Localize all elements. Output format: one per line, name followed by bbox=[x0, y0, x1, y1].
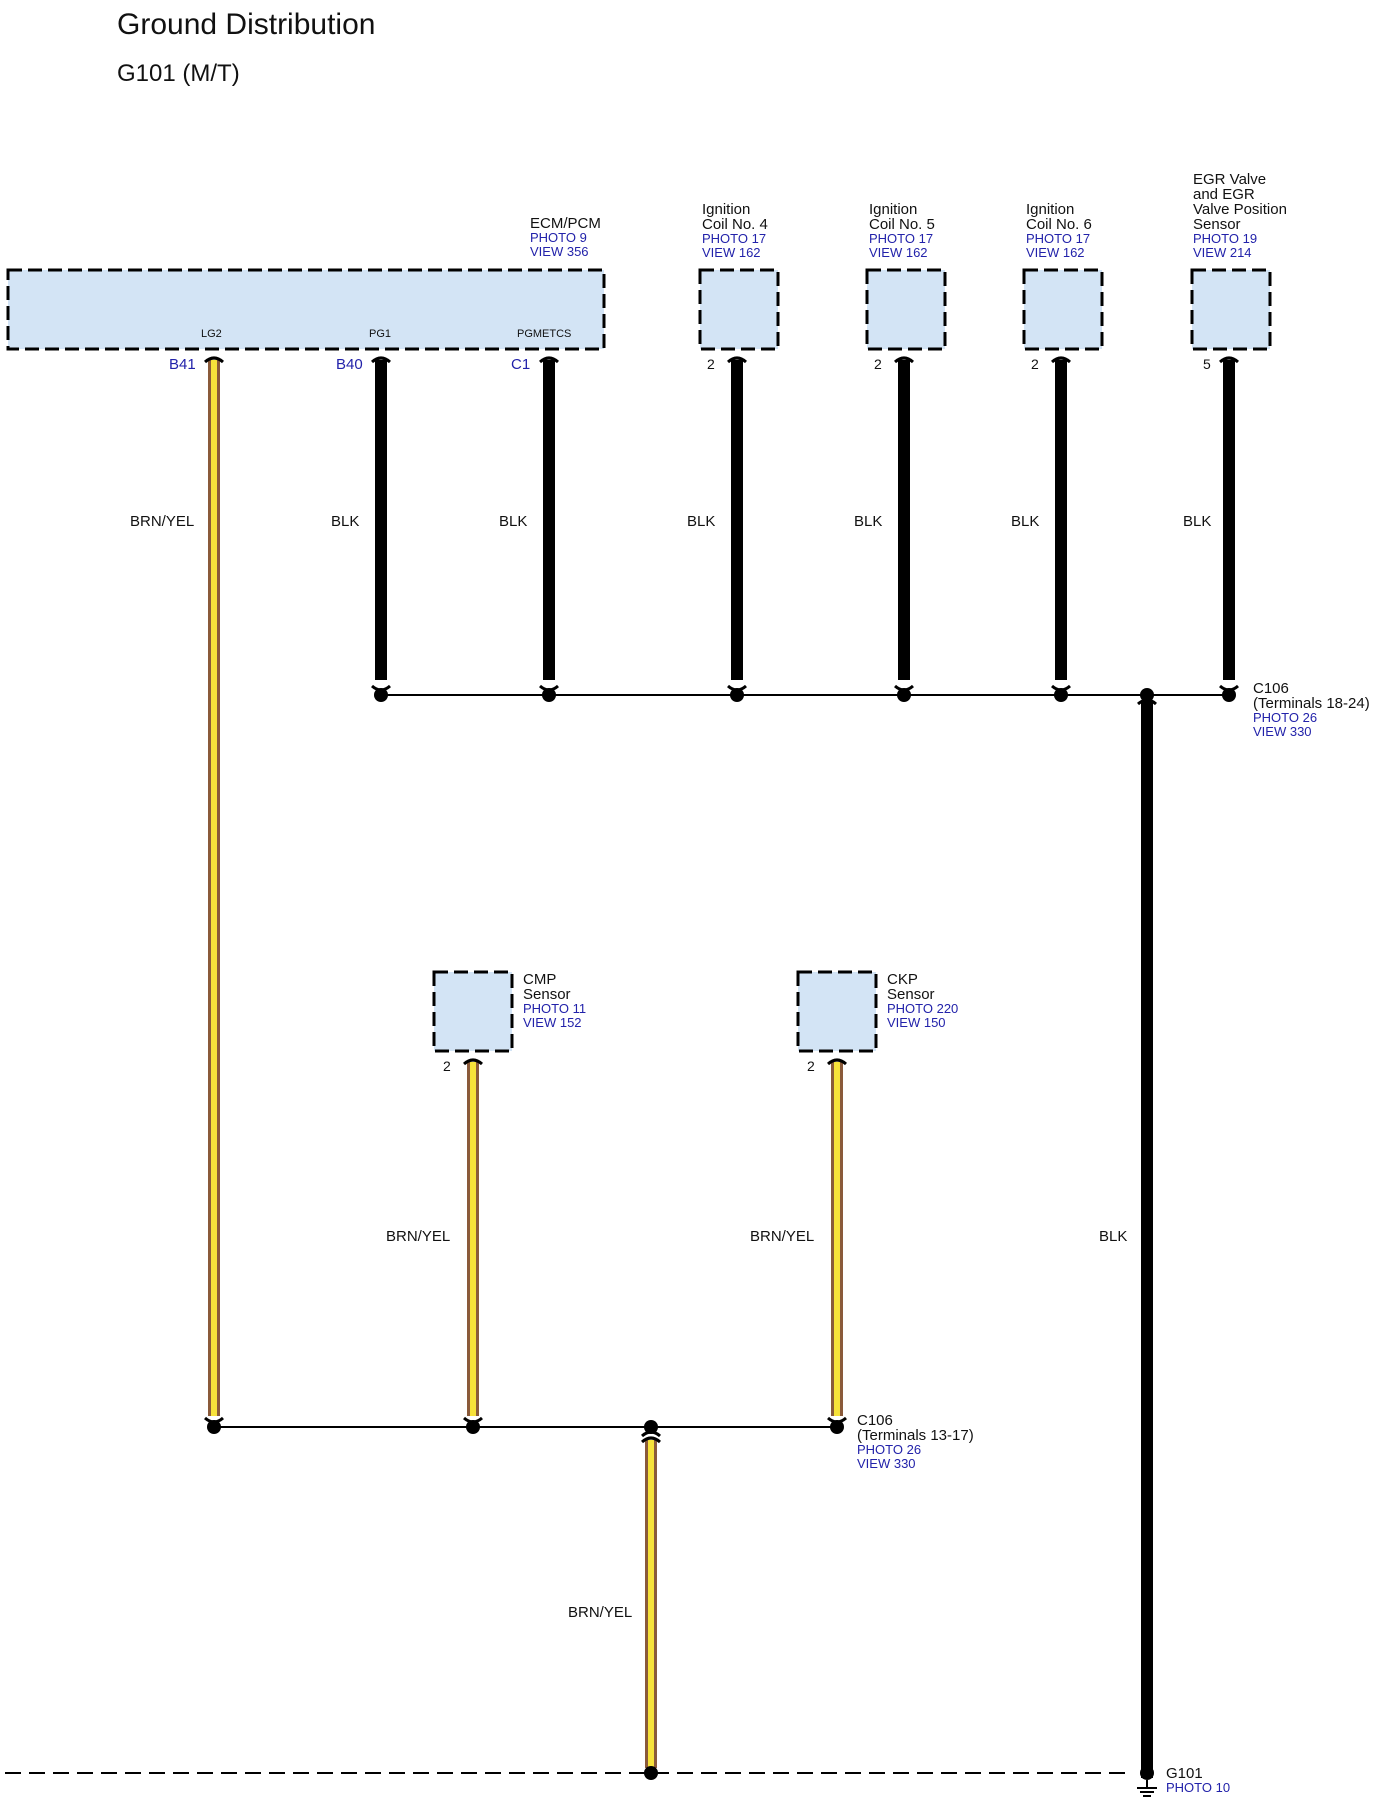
page-title: Ground Distribution bbox=[117, 8, 376, 41]
ecm-name: ECM/PCM bbox=[530, 215, 601, 232]
cmp-name1: CMP bbox=[523, 971, 557, 988]
ckp-label: CKP Sensor PHOTO 220 VIEW 150 bbox=[887, 972, 958, 1030]
coil5-label: Ignition Coil No. 5 PHOTO 17 VIEW 162 bbox=[869, 202, 935, 260]
coil6-pin: 2 bbox=[1031, 356, 1039, 372]
ecm-terminal-lg2: LG2 bbox=[201, 328, 222, 340]
wire-caps bbox=[204, 356, 1239, 1444]
ecm-label: ECM/PCM PHOTO 9 VIEW 356 bbox=[530, 216, 601, 259]
wire-pg1 bbox=[375, 360, 387, 680]
wire-label-pgmetcs: BLK bbox=[499, 513, 528, 530]
c106-lower-label: C106 (Terminals 13-17) PHOTO 26 VIEW 330 bbox=[857, 1413, 974, 1471]
wire-label-egr: BLK bbox=[1183, 513, 1212, 530]
g101-photo[interactable]: PHOTO 10 bbox=[1166, 1780, 1231, 1795]
ckp-pin: 2 bbox=[807, 1058, 815, 1074]
cmp-sensor-box bbox=[432, 970, 514, 1053]
wire-label-cmp: BRN/YEL bbox=[386, 1228, 451, 1245]
splice-dots bbox=[207, 688, 1236, 1780]
coil5-view[interactable]: VIEW 162 bbox=[869, 245, 928, 260]
coil4-label: Ignition Coil No. 4 PHOTO 17 VIEW 162 bbox=[702, 202, 768, 260]
wire-label-pg1: BLK bbox=[331, 513, 360, 530]
wire-egr bbox=[1223, 360, 1235, 680]
wire-coil5 bbox=[898, 360, 910, 680]
ecm-photo[interactable]: PHOTO 9 bbox=[530, 230, 587, 245]
page-subtitle: G101 (M/T) bbox=[117, 60, 240, 87]
wire-bottom-caps bbox=[204, 684, 1239, 1438]
wire-label-ground: BRN/YEL bbox=[568, 1604, 633, 1621]
cmp-name2: Sensor bbox=[523, 986, 571, 1003]
cmp-pin: 2 bbox=[443, 1058, 451, 1074]
coil5-name2: Coil No. 5 bbox=[869, 216, 935, 233]
egr-pin: 5 bbox=[1203, 356, 1211, 372]
ecm-terminal-pgmetcs: PGMETCS bbox=[517, 328, 572, 340]
coil6-view[interactable]: VIEW 162 bbox=[1026, 245, 1085, 260]
coil6-label: Ignition Coil No. 6 PHOTO 17 VIEW 162 bbox=[1026, 202, 1092, 260]
c106-upper-terminals: (Terminals 18-24) bbox=[1253, 695, 1370, 712]
ecm-view[interactable]: VIEW 356 bbox=[530, 244, 589, 259]
egr-name3: Valve Position bbox=[1193, 201, 1287, 218]
ckp-name2: Sensor bbox=[887, 986, 935, 1003]
coil5-photo[interactable]: PHOTO 17 bbox=[869, 231, 934, 246]
c106-lower-view[interactable]: VIEW 330 bbox=[857, 1456, 916, 1471]
ignition-coil-4-box bbox=[698, 268, 780, 351]
coil4-view[interactable]: VIEW 162 bbox=[702, 245, 761, 260]
ignition-coil-6-box bbox=[1022, 268, 1104, 351]
coil4-name2: Coil No. 4 bbox=[702, 216, 768, 233]
pin-c1: C1 bbox=[511, 356, 531, 373]
coil6-name2: Coil No. 6 bbox=[1026, 216, 1092, 233]
ckp-name1: CKP bbox=[887, 971, 918, 988]
c106-upper-name: C106 bbox=[1253, 680, 1289, 697]
c106-upper-view[interactable]: VIEW 330 bbox=[1253, 724, 1312, 739]
ckp-view[interactable]: VIEW 150 bbox=[887, 1015, 946, 1030]
coil6-name1: Ignition bbox=[1026, 201, 1075, 218]
wire-label-coil6: BLK bbox=[1011, 513, 1040, 530]
ckp-sensor-box bbox=[796, 970, 878, 1053]
c106-upper-label: C106 (Terminals 18-24) PHOTO 26 VIEW 330 bbox=[1253, 681, 1370, 739]
wire-pgmetcs bbox=[543, 360, 555, 680]
egr-name4: Sensor bbox=[1193, 216, 1241, 233]
wire-main-blk bbox=[1141, 700, 1153, 1778]
coil6-photo[interactable]: PHOTO 17 bbox=[1026, 231, 1091, 246]
coil5-name1: Ignition bbox=[869, 201, 918, 218]
g101-label: G101 PHOTO 10 bbox=[1166, 1766, 1230, 1795]
ecm-pcm-box bbox=[6, 268, 606, 351]
wire-coil6 bbox=[1055, 360, 1067, 680]
egr-label: EGR Valve and EGR Valve Position Sensor … bbox=[1193, 172, 1287, 260]
coil4-pin: 2 bbox=[707, 356, 715, 372]
coil4-name1: Ignition bbox=[702, 201, 751, 218]
g101-name: G101 bbox=[1166, 1765, 1203, 1782]
c106-lower-photo[interactable]: PHOTO 26 bbox=[857, 1442, 922, 1457]
cmp-view[interactable]: VIEW 152 bbox=[523, 1015, 582, 1030]
wire-coil4 bbox=[731, 360, 743, 680]
ecm-terminal-pg1: PG1 bbox=[369, 328, 392, 340]
coil5-pin: 2 bbox=[874, 356, 882, 372]
pin-b40: B40 bbox=[336, 356, 363, 373]
ignition-coil-5-box bbox=[865, 268, 947, 351]
egr-view[interactable]: VIEW 214 bbox=[1193, 245, 1252, 260]
wire-label-ckp: BRN/YEL bbox=[750, 1228, 815, 1245]
egr-valve-box bbox=[1190, 268, 1272, 351]
cmp-photo[interactable]: PHOTO 11 bbox=[523, 1001, 587, 1016]
egr-name1: EGR Valve bbox=[1193, 171, 1267, 188]
egr-name2: and EGR bbox=[1193, 186, 1255, 203]
wire-label-lg2: BRN/YEL bbox=[130, 513, 195, 530]
ground-icon bbox=[1137, 1780, 1157, 1797]
c106-lower-terminals: (Terminals 13-17) bbox=[857, 1427, 974, 1444]
wire-label-coil5: BLK bbox=[854, 513, 883, 530]
coil4-photo[interactable]: PHOTO 17 bbox=[702, 231, 767, 246]
c106-upper-photo[interactable]: PHOTO 26 bbox=[1253, 710, 1318, 725]
c106-lower-name: C106 bbox=[857, 1412, 893, 1429]
pin-b41: B41 bbox=[169, 356, 196, 373]
blk-wires-upper bbox=[375, 360, 1235, 1778]
ckp-photo[interactable]: PHOTO 220 bbox=[887, 1001, 959, 1016]
brn-yel-wires bbox=[208, 360, 843, 1768]
wire-label-main-blk: BLK bbox=[1099, 1228, 1128, 1245]
cmp-label: CMP Sensor PHOTO 11 VIEW 152 bbox=[523, 972, 586, 1030]
wire-label-coil4: BLK bbox=[687, 513, 716, 530]
egr-photo[interactable]: PHOTO 19 bbox=[1193, 231, 1258, 246]
